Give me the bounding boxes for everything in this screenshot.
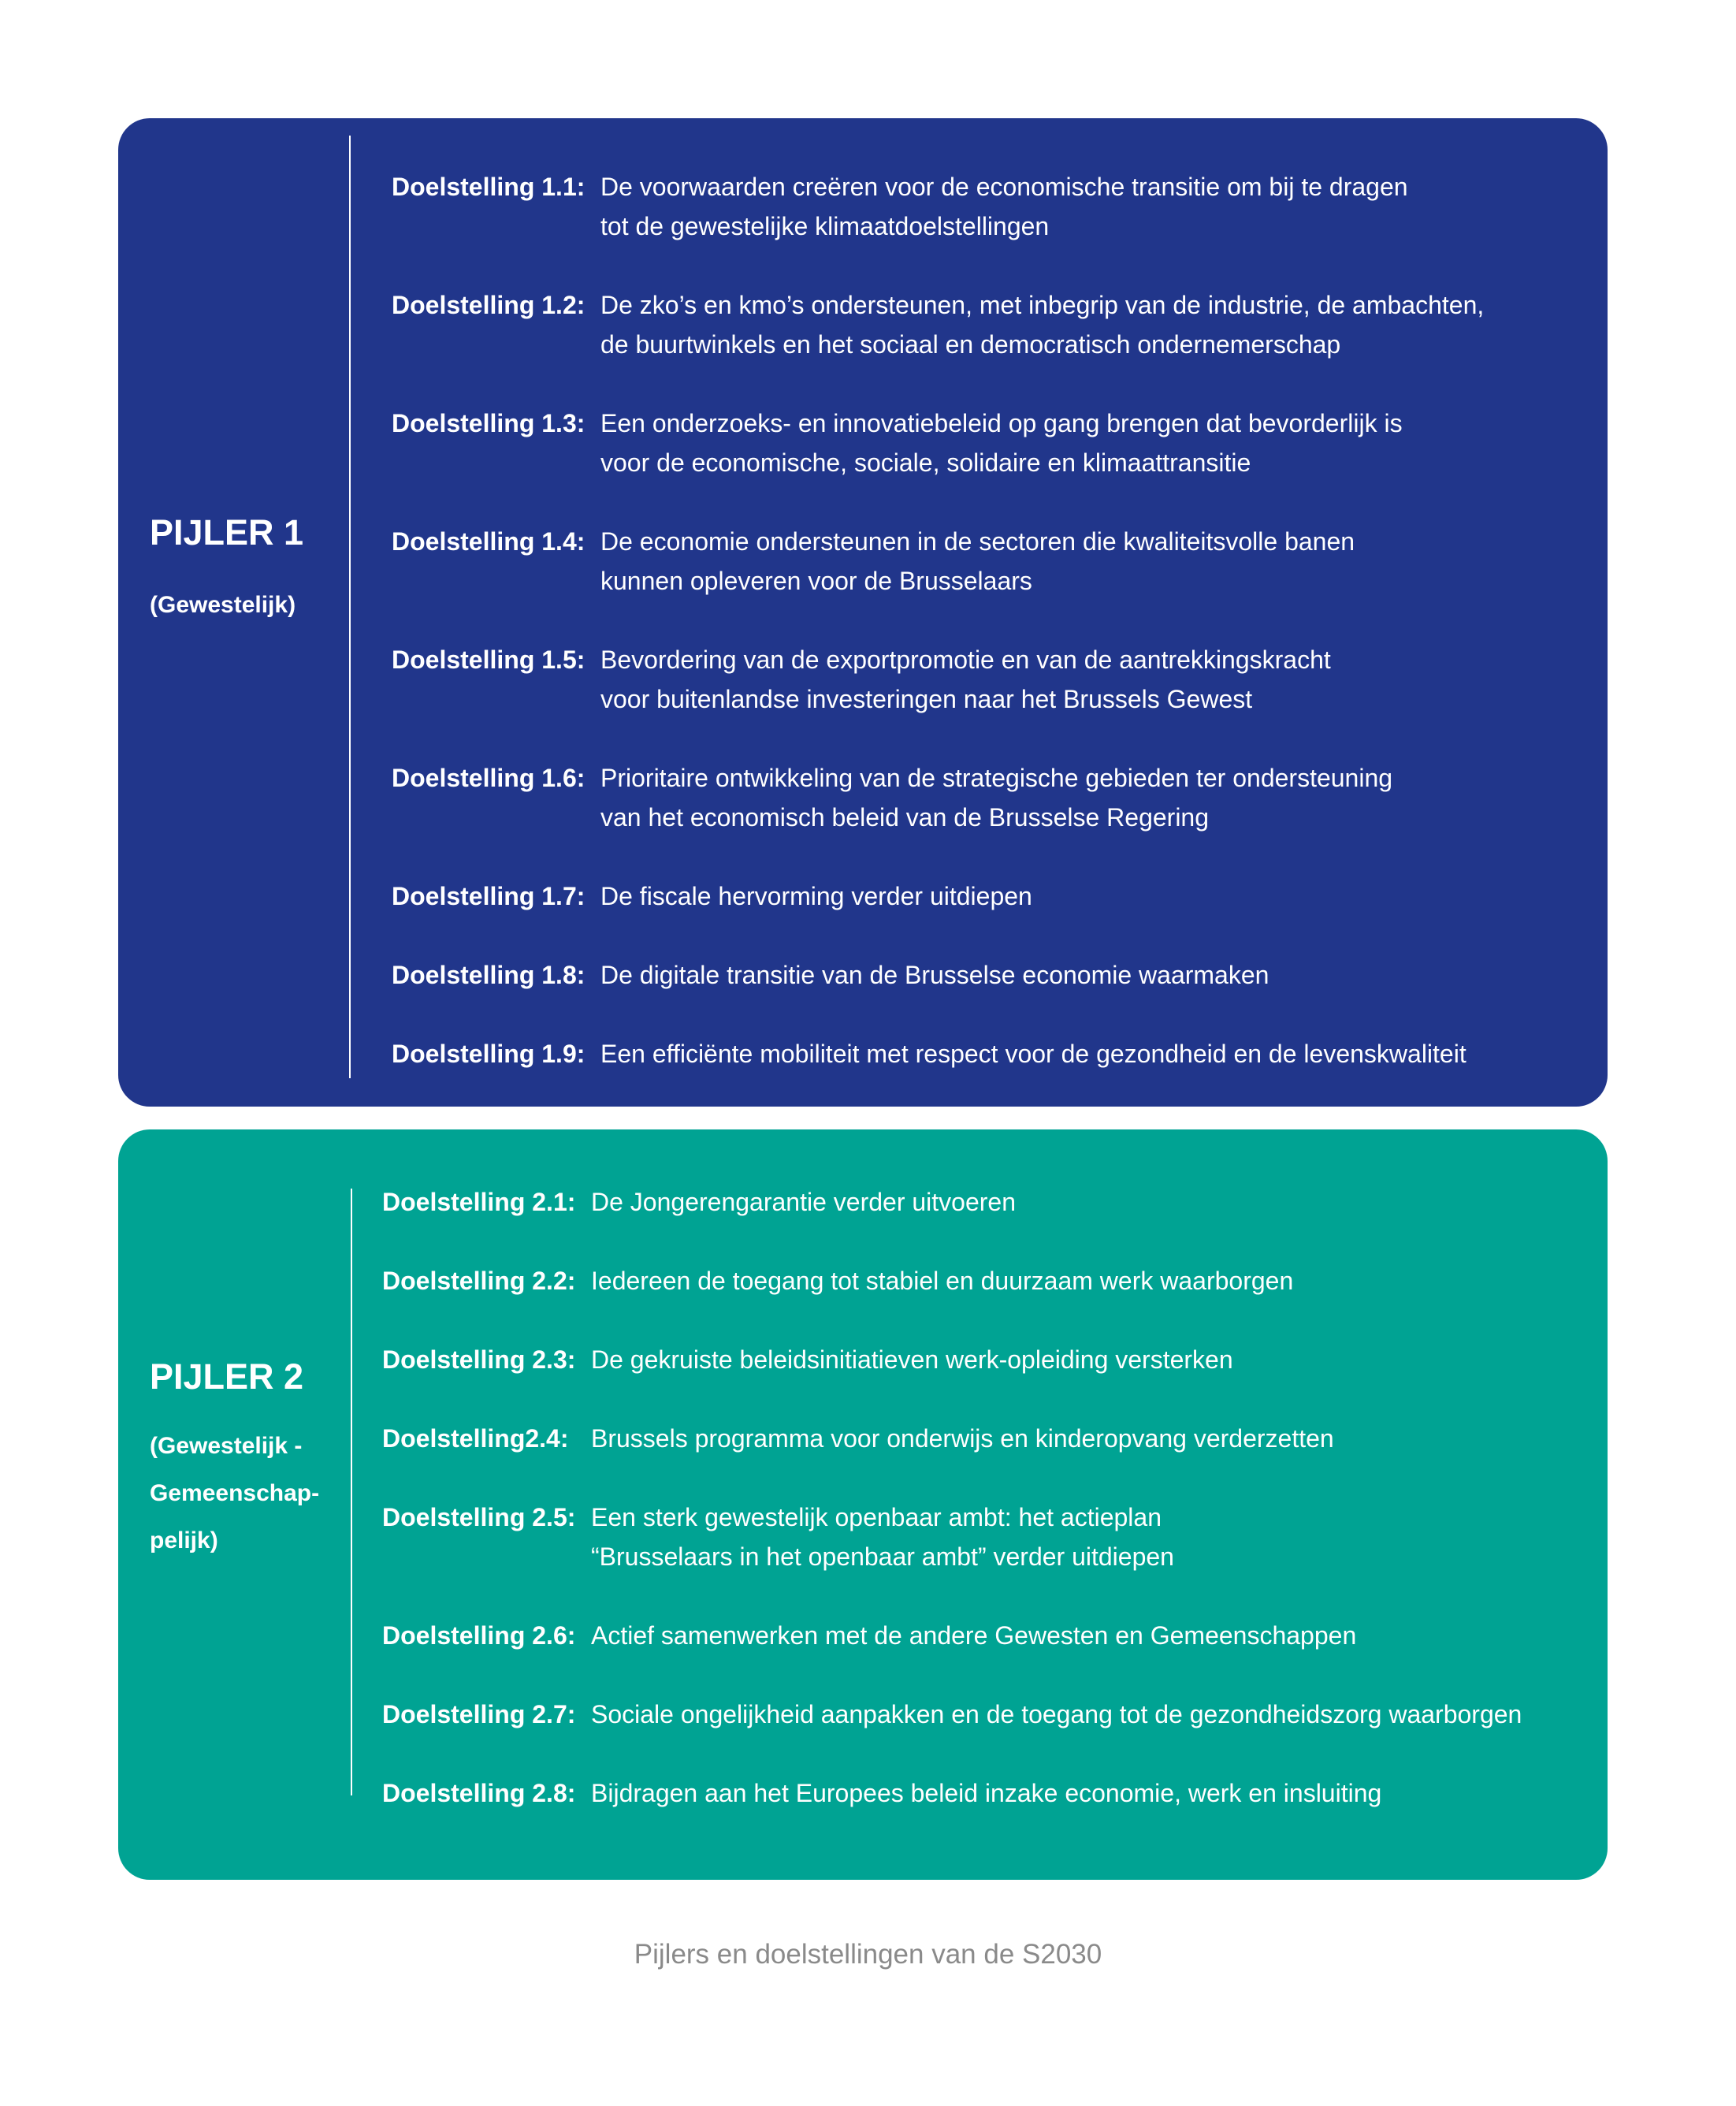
goal-text-line: Een efficiënte mobiliteit met respect vo… <box>600 1040 1466 1068</box>
goal-text-line: Actief samenwerken met de andere Geweste… <box>591 1621 1357 1650</box>
goal-text-line: Sociale ongelijkheid aanpakken en de toe… <box>591 1700 1522 1728</box>
pillar-2-subtitle-line-1: (Gewestelijk - <box>150 1433 303 1459</box>
goal-text-line: Bijdragen aan het Europees beleid inzake… <box>591 1779 1382 1807</box>
goal-label: Doelstelling 1.7: <box>392 882 585 910</box>
goal-label: Doelstelling2.4: <box>382 1424 569 1453</box>
goal-label: Doelstelling 1.3: <box>392 409 585 437</box>
goal-text: Een efficiënte mobiliteit met respect vo… <box>600 1034 1466 1073</box>
figure-caption: Pijlers en doelstellingen van de S2030 <box>634 1939 1102 1970</box>
goal-text-line: Bevordering van de exportpromotie en van… <box>600 646 1331 674</box>
goal-label: Doelstelling 1.2: <box>392 291 585 319</box>
goal-text: De fiscale hervorming verder uitdiepen <box>600 876 1032 916</box>
goal-text: De Jongerengarantie verder uitvoeren <box>591 1182 1016 1222</box>
goal-label: Doelstelling 2.2: <box>382 1267 576 1295</box>
goal-label: Doelstelling 2.1: <box>382 1188 576 1216</box>
goal-label: Doelstelling 1.6: <box>392 764 585 792</box>
goal-label: Doelstelling 2.7: <box>382 1700 576 1728</box>
pillar-1-title: PIJLER 1 <box>150 512 304 553</box>
pillar-2-subtitle: (Gewestelijk - Gemeenschap- pelijk) <box>150 1423 331 1565</box>
goal-text-line: De fiscale hervorming verder uitdiepen <box>600 882 1032 910</box>
pillar-1-divider <box>349 136 351 1078</box>
goal-text: De zko’s en kmo’s ondersteunen, met inbe… <box>600 285 1484 364</box>
goal-text: Iedereen de toegang tot stabiel en duurz… <box>591 1261 1293 1300</box>
goal-text: Een onderzoeks- en innovatiebeleid op ga… <box>600 404 1403 482</box>
pillar-2-title: PIJLER 2 <box>150 1356 304 1397</box>
goal-label: Doelstelling 1.5: <box>392 646 585 674</box>
goal-label: Doelstelling 1.1: <box>392 173 585 201</box>
goal-text: Brussels programma voor onderwijs en kin… <box>591 1419 1334 1458</box>
goal-label: Doelstelling 1.8: <box>392 961 585 989</box>
goal-text-line: Iedereen de toegang tot stabiel en duurz… <box>591 1267 1294 1295</box>
goal-text: Bijdragen aan het Europees beleid inzake… <box>591 1773 1381 1813</box>
goal-text-line: De voorwaarden creëren voor de economisc… <box>600 173 1408 201</box>
goal-text: De gekruiste beleidsinitiatieven werk-op… <box>591 1340 1233 1379</box>
goal-text: De economie ondersteunen in de sectoren … <box>600 522 1355 601</box>
pillar-2-subtitle-line-2: Gemeenschap- <box>150 1480 320 1506</box>
goal-label: Doelstelling 2.6: <box>382 1621 576 1650</box>
goal-text-line: Een onderzoeks- en innovatiebeleid op ga… <box>600 409 1403 437</box>
pillar-2-subtitle-line-3: pelijk) <box>150 1527 218 1553</box>
goal-text-line: De Jongerengarantie verder uitvoeren <box>591 1188 1016 1216</box>
goal-text-line: Prioritaire ontwikkeling van de strategi… <box>600 764 1393 792</box>
goal-text: De voorwaarden creëren voor de economisc… <box>600 167 1408 246</box>
goal-text-line: kunnen opleveren voor de Brusselaars <box>600 567 1032 595</box>
goal-text-line: Een sterk gewestelijk openbaar ambt: het… <box>591 1503 1162 1531</box>
goal-text-line: De economie ondersteunen in de sectoren … <box>600 527 1355 556</box>
goal-text: De digitale transitie van de Brusselse e… <box>600 955 1269 995</box>
goal-text-line: voor buitenlandse investeringen naar het… <box>600 685 1253 713</box>
goal-text: Actief samenwerken met de andere Geweste… <box>591 1616 1356 1655</box>
goal-text-line: de buurtwinkels en het sociaal en democr… <box>600 330 1341 359</box>
goal-label: Doelstelling 1.4: <box>392 527 585 556</box>
goal-text: Sociale ongelijkheid aanpakken en de toe… <box>591 1695 1522 1734</box>
goal-text-line: De digitale transitie van de Brusselse e… <box>600 961 1269 989</box>
pillar-2-panel: PIJLER 2 (Gewestelijk - Gemeenschap- pel… <box>118 1129 1608 1880</box>
goal-text-line: De gekruiste beleidsinitiatieven werk-op… <box>591 1345 1233 1374</box>
goal-text-line: tot de gewestelijke klimaatdoelstellinge… <box>600 212 1050 240</box>
pillar-1-subtitle: (Gewestelijk) <box>150 592 296 618</box>
goal-text: Prioritaire ontwikkeling van de strategi… <box>600 758 1392 837</box>
goal-text-line: De zko’s en kmo’s ondersteunen, met inbe… <box>600 291 1485 319</box>
goal-label: Doelstelling 2.8: <box>382 1779 576 1807</box>
goal-label: Doelstelling 1.9: <box>392 1040 585 1068</box>
goal-text-line: voor de economische, sociale, solidaire … <box>600 448 1251 477</box>
pillar-2-divider <box>351 1189 352 1795</box>
goal-text: Bevordering van de exportpromotie en van… <box>600 640 1331 719</box>
goal-label: Doelstelling 2.3: <box>382 1345 576 1374</box>
goal-text-line: Brussels programma voor onderwijs en kin… <box>591 1424 1334 1453</box>
pillar-1-panel: PIJLER 1 (Gewestelijk) Doelstelling 1.1:… <box>118 118 1608 1107</box>
goal-text-line: “Brusselaars in het openbaar ambt” verde… <box>591 1542 1174 1571</box>
goal-text: Een sterk gewestelijk openbaar ambt: het… <box>591 1498 1174 1576</box>
goal-text-line: van het economisch beleid van de Brussel… <box>600 803 1210 832</box>
goal-label: Doelstelling 2.5: <box>382 1503 576 1531</box>
